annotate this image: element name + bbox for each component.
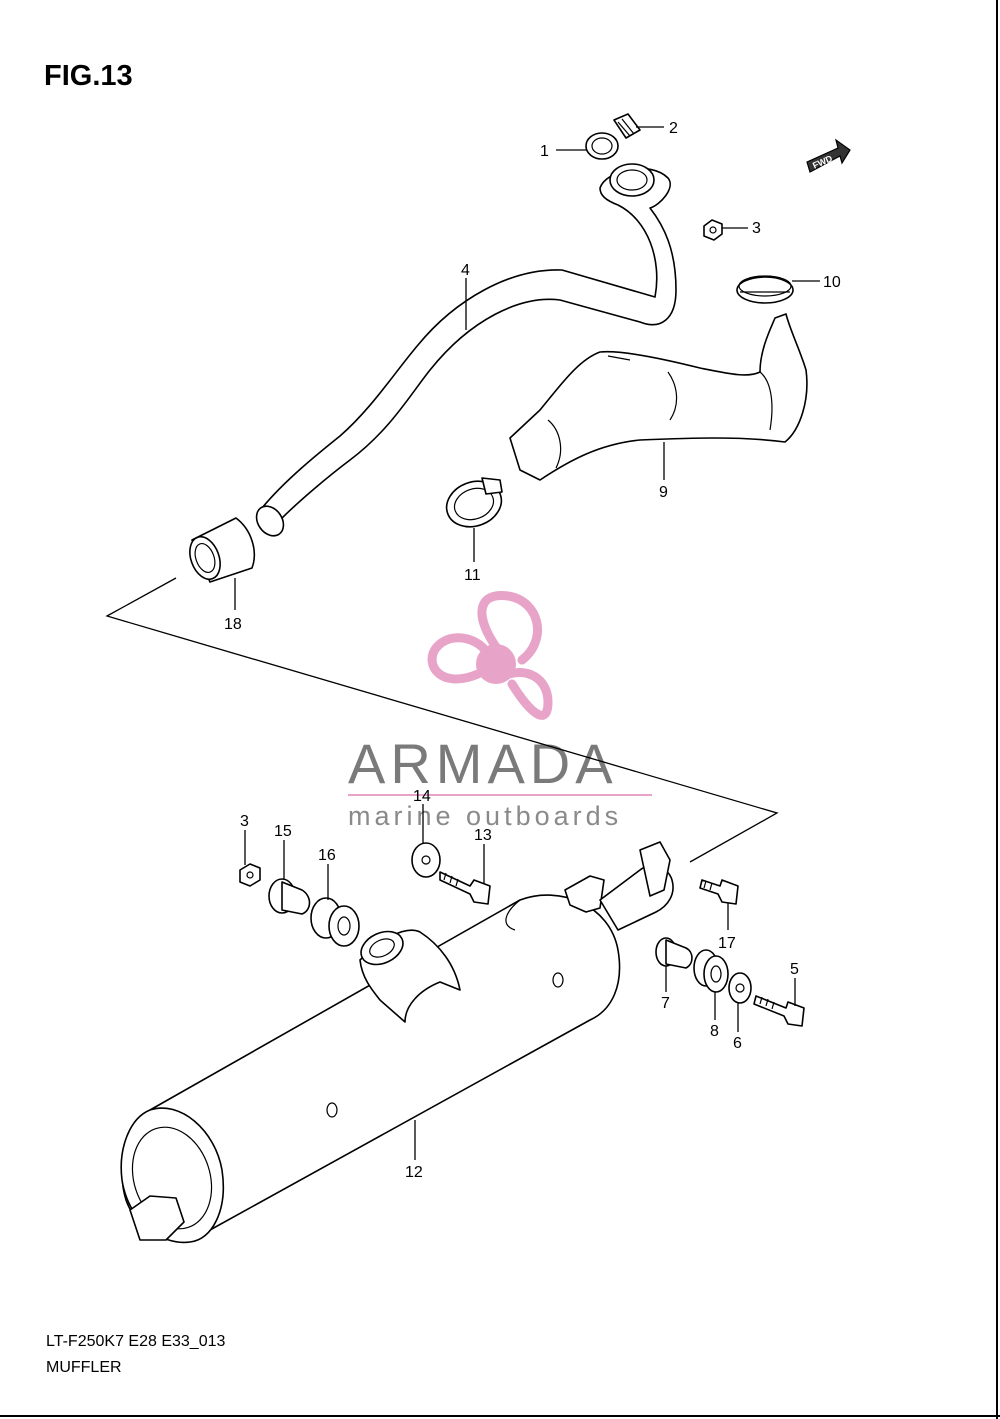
callout-4: 4 xyxy=(461,262,470,279)
model-code: LT-F250K7 E28 E33_013 xyxy=(46,1333,226,1350)
part-2-stud xyxy=(613,113,641,139)
callout-16: 16 xyxy=(318,847,336,864)
part-9-connector-pipe xyxy=(509,313,808,481)
part-7-collar xyxy=(655,937,693,969)
propeller-logo-icon xyxy=(427,590,553,720)
callout-10: 10 xyxy=(823,274,841,291)
callout-12: 12 xyxy=(405,1164,423,1181)
callout-3-upper: 3 xyxy=(752,220,761,237)
part-18-sleeve xyxy=(189,517,256,583)
part-12-muffler xyxy=(120,841,674,1244)
callout-8: 8 xyxy=(710,1023,719,1040)
border-bottom xyxy=(0,1415,1000,1417)
part-14-washer xyxy=(411,842,441,878)
figure-title: FIG.13 xyxy=(44,60,133,92)
callout-18: 18 xyxy=(224,616,242,633)
part-5-bolt xyxy=(753,995,805,1027)
fwd-label: FWD xyxy=(811,153,834,171)
callout-17: 17 xyxy=(718,935,736,952)
callout-5: 5 xyxy=(790,961,799,978)
callout-7: 7 xyxy=(661,995,670,1012)
border-right xyxy=(996,0,998,1419)
callout-13: 13 xyxy=(474,827,492,844)
part-15-collar xyxy=(268,878,311,915)
leader-lines xyxy=(234,126,820,1160)
armada-watermark: ARMADA marine outboards xyxy=(348,590,652,831)
callout-11: 11 xyxy=(464,567,481,584)
part-6-washer xyxy=(728,972,752,1004)
callout-numbers: 1 2 3 4 10 9 11 18 3 15 16 14 13 17 5 7 … xyxy=(224,120,841,1181)
part-11-clamp xyxy=(445,477,503,528)
part-4-exhaust-pipe xyxy=(255,163,677,537)
callout-3-lower: 3 xyxy=(240,813,249,830)
assembly-connection-line xyxy=(105,577,779,863)
callout-6: 6 xyxy=(733,1035,742,1052)
part-3-nut-lower xyxy=(239,863,261,887)
callout-1: 1 xyxy=(540,143,549,160)
watermark-tagline: marine outboards xyxy=(348,801,622,831)
part-13-bolt xyxy=(439,871,491,905)
watermark-brand: ARMADA xyxy=(348,732,618,795)
forward-arrow-icon: FWD xyxy=(806,138,851,173)
part-3-nut-upper xyxy=(703,219,723,241)
callout-14: 14 xyxy=(413,788,431,805)
part-16-grommet xyxy=(310,897,360,947)
part-17-bolt xyxy=(699,879,739,905)
callout-9: 9 xyxy=(659,484,668,501)
callout-15: 15 xyxy=(274,823,292,840)
part-8-grommet xyxy=(693,949,729,993)
assembly-name: MUFFLER xyxy=(46,1359,122,1376)
part-1-gasket xyxy=(585,132,619,160)
part-10-clamp xyxy=(736,275,794,304)
callout-2: 2 xyxy=(669,120,678,137)
